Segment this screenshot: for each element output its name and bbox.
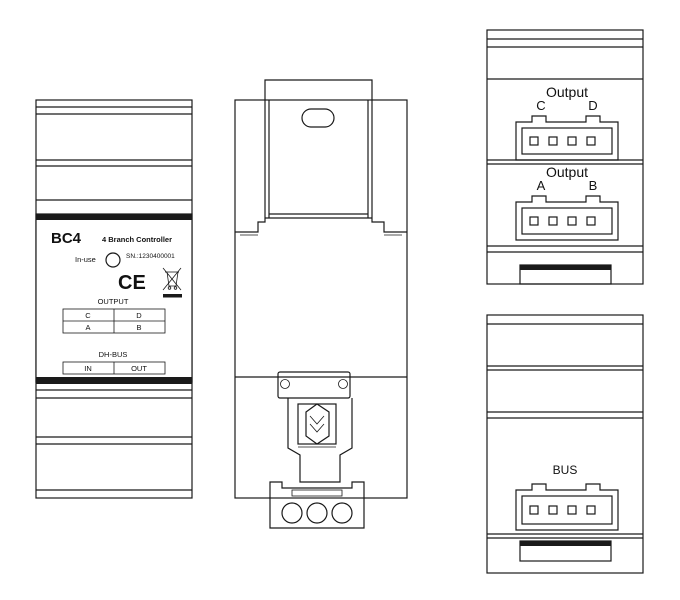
output-ab-connector bbox=[515, 195, 619, 241]
pin-a-label: A bbox=[537, 178, 546, 193]
front-view: BC4 4 Branch Controller In-use SN.:12304… bbox=[35, 99, 193, 499]
in-use-label: In-use bbox=[75, 255, 96, 264]
serial-number: SN.:1230400001 bbox=[126, 253, 175, 260]
bottom-view: BUS bbox=[486, 314, 644, 574]
output-cell-a: A bbox=[85, 323, 90, 332]
output-title: OUTPUT bbox=[98, 297, 129, 306]
bus-cell-out: OUT bbox=[131, 364, 147, 373]
controller-name: 4 Branch Controller bbox=[102, 235, 172, 244]
model-label: BC4 bbox=[51, 230, 82, 247]
front-panel-bottom-band bbox=[36, 377, 192, 384]
pin-c-label: C bbox=[536, 98, 545, 113]
output-ab-label: Output bbox=[546, 164, 588, 180]
mounting-slot-icon bbox=[301, 108, 335, 128]
bus-connector bbox=[515, 483, 619, 531]
bus-port-label: BUS bbox=[553, 463, 578, 477]
top-view: Output C D Output A B bbox=[486, 29, 644, 285]
side-view bbox=[234, 79, 408, 529]
output-cell-c: C bbox=[85, 311, 91, 320]
output-cell-d: D bbox=[136, 311, 142, 320]
pin-d-label: D bbox=[588, 98, 597, 113]
weee-bin-icon bbox=[162, 267, 182, 298]
front-panel-top-band bbox=[36, 214, 192, 220]
bus-title: DH-BUS bbox=[99, 350, 128, 359]
output-cd-label: Output bbox=[546, 84, 588, 100]
bus-cell-in: IN bbox=[84, 364, 92, 373]
din-rail-clip bbox=[269, 371, 365, 529]
pin-b-label: B bbox=[589, 178, 598, 193]
output-cd-connector bbox=[515, 115, 619, 161]
in-use-led-icon bbox=[105, 252, 121, 268]
ce-mark: CE bbox=[118, 272, 146, 294]
output-cell-b: B bbox=[136, 323, 141, 332]
